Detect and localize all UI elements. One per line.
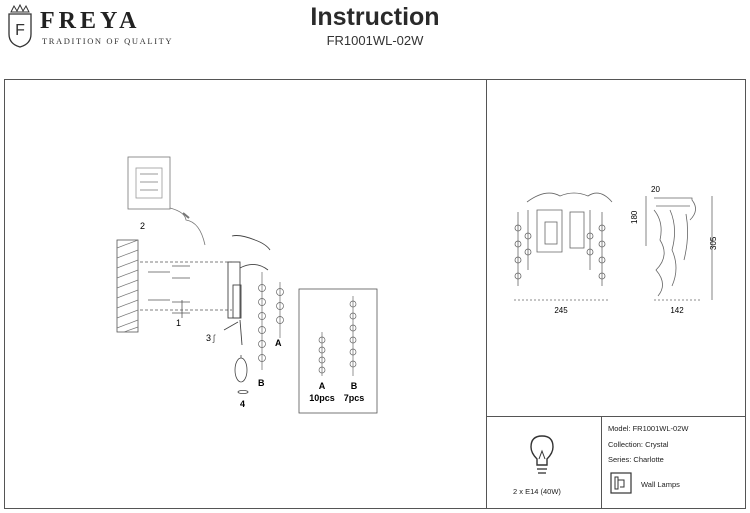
- screws: [140, 261, 232, 318]
- page-title: Instruction: [310, 3, 440, 31]
- dim-top: 20: [651, 185, 660, 194]
- callout-screws: 1: [176, 318, 181, 328]
- dim-depth: 142: [670, 306, 684, 315]
- bulb-spec: 2 x E14 (40W): [513, 487, 561, 496]
- crystal-strands: [258, 272, 284, 370]
- mounting-plate: [127, 156, 206, 246]
- spec-collection: Collection: Crystal: [608, 440, 669, 449]
- bulb: [234, 355, 249, 394]
- spec-model: Model: FR1001WL-02W: [608, 424, 689, 433]
- front-view: [514, 192, 613, 301]
- frame-divider-horizontal: [486, 416, 746, 417]
- spec-series: Series: Charlotte: [608, 455, 664, 464]
- brand-name: FREYA: [40, 8, 141, 34]
- dim-width: 245: [554, 306, 568, 315]
- fixture-body: [223, 235, 271, 346]
- strand-b-count: 7pcs: [344, 393, 365, 403]
- strand-a-label: A: [319, 381, 326, 391]
- callout-mounting-plate: 2: [140, 221, 145, 231]
- frame-divider-vertical: [486, 79, 487, 509]
- strand-details: [318, 296, 357, 376]
- dim-total-height: 305: [709, 236, 718, 250]
- drawing-frame: [4, 79, 746, 509]
- callout-strand-b: B: [258, 378, 265, 388]
- brand-tagline: TRADITION OF QUALITY: [42, 36, 174, 46]
- model-subtitle: FR1001WL-02W: [326, 33, 424, 48]
- strand-a-count: 10pcs: [309, 393, 335, 403]
- wall-section: [116, 239, 139, 333]
- side-view: [645, 196, 713, 301]
- strand-detail-box: [298, 288, 378, 414]
- freya-logo-icon: F: [8, 4, 32, 48]
- bulb-icon: [530, 435, 554, 474]
- callout-cover: 3: [206, 333, 211, 343]
- callout-strand-a: A: [275, 338, 282, 348]
- dim-body-height: 180: [630, 210, 639, 224]
- callout-bulb: 4: [240, 399, 245, 409]
- wall-lamp-icon: [610, 472, 632, 494]
- strand-b-label: B: [351, 381, 358, 391]
- svg-text:ʃ: ʃ: [212, 333, 216, 343]
- spec-type: Wall Lamps: [641, 480, 680, 489]
- spec-divider: [601, 416, 602, 509]
- logo-letter: F: [15, 22, 25, 39]
